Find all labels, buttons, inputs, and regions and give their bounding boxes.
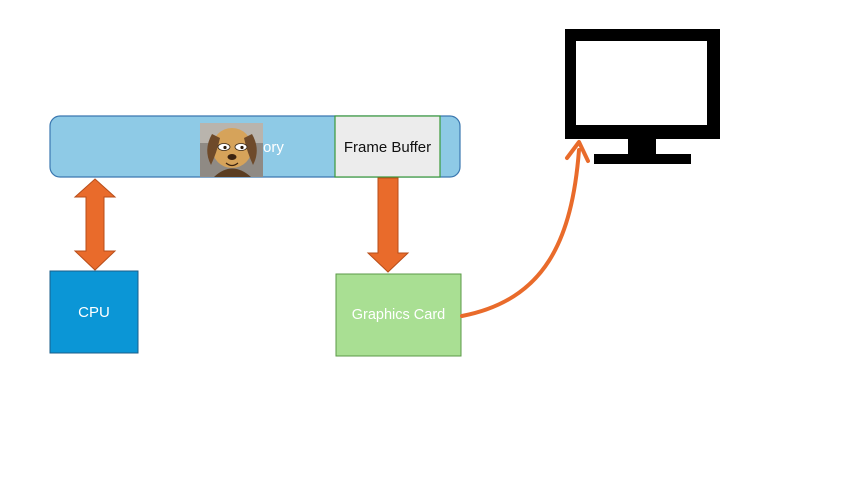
graphics-card-label: Graphics Card <box>351 307 446 323</box>
graphics-card-box <box>335 273 462 357</box>
frame-buffer-box <box>334 115 441 178</box>
cpu-box <box>49 270 139 354</box>
cpu-label: CPU <box>78 303 110 321</box>
memory-cpu-double-arrow <box>73 178 117 271</box>
curve-arrow-head <box>565 140 590 163</box>
cartoon-dog-icon <box>200 123 263 177</box>
graphics-monitor-curve-arrow <box>460 148 581 318</box>
monitor-icon <box>565 29 720 164</box>
frame-buffer-label: Frame Buffer <box>343 138 432 156</box>
framebuffer-graphics-arrow <box>366 177 410 273</box>
main-memory-label-fragment: ory <box>263 138 284 156</box>
